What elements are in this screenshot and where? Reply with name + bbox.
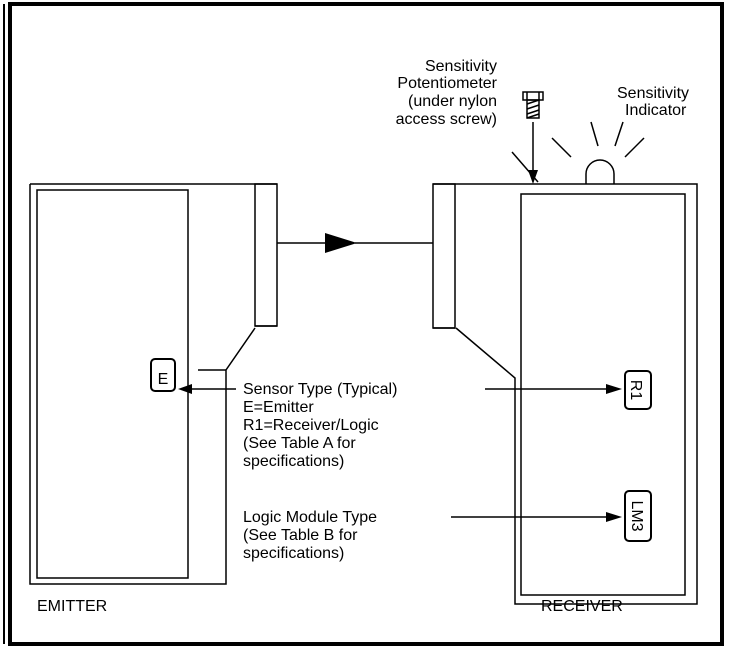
- screw-icon: [522, 91, 544, 119]
- sensor-type-arrow-right: [485, 384, 622, 394]
- potentiometer-line-4: access screw): [396, 111, 497, 128]
- sensor-type-line-3: R1=Receiver/Logic: [243, 417, 379, 434]
- receiver-housing: [433, 183, 698, 605]
- potentiometer-line-3: (under nylon: [408, 93, 497, 110]
- emitter-unit: [29, 183, 278, 585]
- logic-tag-box: LM3: [624, 490, 652, 542]
- emitter-label: EMITTER: [37, 598, 107, 615]
- logic-module-line-2: (See Table B for: [243, 527, 358, 544]
- indicator-line-1: Sensitivity: [617, 85, 689, 102]
- potentiometer-arrow: [528, 122, 538, 184]
- logic-module-line-3: specifications): [243, 545, 344, 562]
- light-beam-arrow: [277, 233, 433, 253]
- receiver-lens: [432, 183, 456, 329]
- sensor-type-arrow-left: [178, 384, 236, 394]
- sensor-type-line-4: (See Table A for: [243, 435, 356, 452]
- receiver-tag: R1: [627, 380, 644, 401]
- emitter-lens: [254, 183, 278, 327]
- sensor-type-line-2: E=Emitter: [243, 399, 314, 416]
- logic-module-line-1: Logic Module Type: [243, 509, 377, 526]
- emitter-housing: [29, 183, 277, 585]
- receiver-unit: [432, 183, 698, 605]
- emitter-panel: [36, 189, 189, 579]
- sensor-type-line-5: specifications): [243, 453, 344, 470]
- sensor-type-line-1: Sensor Type (Typical): [243, 381, 397, 398]
- potentiometer-line-1: Sensitivity: [425, 58, 497, 75]
- receiver-tag-box: R1: [624, 370, 652, 410]
- potentiometer-line-2: Potentiometer: [397, 75, 497, 92]
- sensitivity-indicator-lamp: [551, 121, 645, 184]
- frame-border: [8, 2, 724, 646]
- emitter-tag: E: [158, 371, 169, 388]
- receiver-panel: [520, 193, 686, 596]
- indicator-line-2: Indicator: [625, 102, 687, 119]
- receiver-label: RECEIVER: [541, 598, 623, 615]
- logic-tag: LM3: [628, 500, 645, 531]
- emitter-tag-box: E: [150, 358, 176, 392]
- logic-module-arrow: [451, 512, 622, 522]
- potentiometer-leader: [511, 151, 539, 183]
